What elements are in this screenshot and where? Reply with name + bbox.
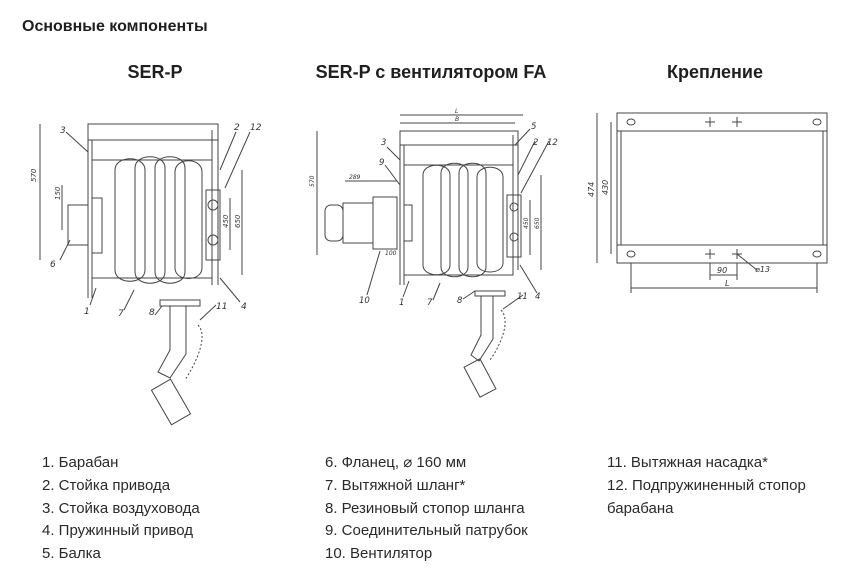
legend-item: 1. Барабан (42, 454, 119, 471)
title-mount: Крепление (666, 62, 764, 82)
title-ser-p-fa: SER-P с вентилятором FA (315, 62, 547, 82)
callout-7: 7 (118, 309, 124, 319)
dim-100: 100 (385, 250, 397, 257)
callout-3: 3 (381, 138, 386, 148)
ser-p-fa-drawing: 3 9 5 2 12 10 1 7 8 11 4 L B 570 289 100… (309, 108, 558, 398)
legend-item: 6. Фланец, ⌀ 160 мм (325, 454, 467, 471)
callout-3: 3 (60, 126, 66, 136)
legend-item: 10. Вентилятор (325, 545, 433, 563)
callout-4: 4 (535, 292, 540, 302)
callout-2: 2 (533, 138, 538, 148)
dim-570: 570 (309, 175, 316, 187)
dim-150: 150 (54, 186, 62, 200)
callout-12: 12 (250, 123, 262, 133)
callout-9: 9 (379, 158, 384, 168)
dim-d13: ⌀13 (755, 265, 770, 274)
ser-p-drawing: 3 2 12 1 7 8 11 4 6 570 150 450 650 (30, 123, 262, 426)
legend-item: 3. Стойка воздуховода (42, 499, 200, 517)
legend-item: барабана (607, 499, 674, 517)
legend-item: 9. Соединительный патрубок (325, 522, 528, 540)
callout-6: 6 (50, 260, 56, 270)
dim-450: 450 (222, 214, 230, 228)
beam-rect (87, 123, 219, 141)
dim-474: 474 (587, 182, 596, 197)
legend-col-3: 11. Вытяжная насадка* 12. Подпружиненный… (607, 452, 806, 520)
callout-1: 1 (399, 298, 404, 308)
callout-8: 8 (149, 308, 155, 318)
title-ser-p: SER-P (127, 62, 183, 82)
legend-item: 12. Подпружиненный стопор (607, 476, 806, 494)
callout-5: 5 (531, 122, 536, 132)
dim-430: 430 (601, 180, 610, 195)
legend-col-1: 1. Барабан 2. Стойка привода 3. Стойка в… (42, 452, 200, 566)
dim-90: 90 (717, 266, 727, 275)
callout-11: 11 (517, 292, 528, 302)
callout-11: 11 (216, 302, 227, 312)
dim-650: 650 (534, 217, 541, 229)
callout-12: 12 (547, 138, 558, 148)
dim-289: 289 (349, 174, 361, 181)
callout-1: 1 (84, 307, 90, 317)
dim-450: 450 (523, 217, 530, 229)
mount-drawing: 474 430 90 ⌀13 L (587, 112, 828, 293)
dim-570: 570 (30, 168, 38, 182)
callout-8: 8 (457, 296, 463, 306)
legend-item: 8. Резиновый стопор шланга (325, 499, 525, 517)
legend-item: 2. Стойка привода (42, 476, 171, 494)
legend-item: 7. Вытяжной шланг* (325, 476, 466, 494)
dim-b: B (455, 116, 459, 123)
dim-l: L (455, 108, 458, 115)
callout-2: 2 (234, 123, 240, 133)
dim-650: 650 (234, 214, 242, 228)
legend-item: 11. Вытяжная насадка* (607, 454, 768, 471)
legend-item: 5. Балка (42, 545, 101, 563)
dim-l: L (725, 279, 729, 288)
legend-col-2: 6. Фланец, ⌀ 160 мм 7. Вытяжной шланг* 8… (325, 452, 528, 566)
callout-4: 4 (241, 302, 247, 312)
page-heading: Основные компоненты (22, 18, 208, 35)
callout-10: 10 (359, 296, 370, 306)
legend-item: 4. Пружинный привод (42, 522, 194, 540)
callout-7: 7 (427, 298, 433, 308)
